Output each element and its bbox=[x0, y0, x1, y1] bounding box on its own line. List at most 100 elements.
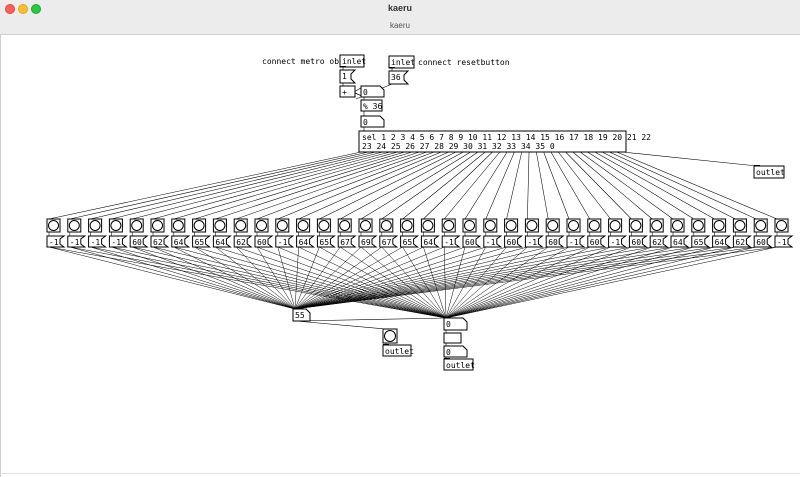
message-box-34[interactable]: 62 bbox=[732, 235, 752, 248]
patch-cord bbox=[445, 246, 570, 319]
patch-cord bbox=[294, 246, 715, 310]
patch-canvas[interactable]: connect metro obj connect resetbutton in… bbox=[0, 34, 800, 477]
outlet-object-bang[interactable]: outlet bbox=[382, 344, 414, 357]
message-box-18[interactable]: 65 bbox=[400, 235, 420, 248]
sel-object[interactable]: sel 1 2 3 4 5 6 7 8 9 10 11 12 13 14 15 … bbox=[358, 130, 651, 153]
plus-object[interactable]: + bbox=[339, 85, 356, 98]
message-box-4[interactable]: -1 bbox=[108, 235, 128, 248]
message-box-23[interactable]: 60 bbox=[504, 235, 524, 248]
number-box-index[interactable]: 0 bbox=[360, 115, 385, 128]
message-box-10[interactable]: 62 bbox=[233, 235, 253, 248]
message-box-9[interactable]: 64 bbox=[212, 235, 232, 248]
inlet-object-metro[interactable]: inlet bbox=[339, 54, 366, 68]
bang-34[interactable] bbox=[732, 218, 747, 233]
bang-1[interactable] bbox=[46, 218, 61, 233]
message-box-32[interactable]: 65 bbox=[691, 235, 711, 248]
bang-24[interactable] bbox=[524, 218, 539, 233]
bang-23[interactable] bbox=[504, 218, 519, 233]
message-box-30[interactable]: 62 bbox=[649, 235, 669, 248]
patch-cord bbox=[294, 246, 341, 310]
bang-22[interactable] bbox=[483, 218, 498, 233]
number-box-note-2[interactable]: 0 bbox=[443, 345, 468, 358]
outlet-object-note[interactable]: outlet bbox=[443, 358, 475, 371]
message-box-2[interactable]: -1 bbox=[67, 235, 87, 248]
zoom-window-button[interactable] bbox=[31, 4, 41, 14]
bang-21[interactable] bbox=[462, 218, 477, 233]
bang-lower[interactable] bbox=[382, 328, 398, 344]
message-box-25[interactable]: 60 bbox=[545, 235, 565, 248]
bang-26[interactable] bbox=[566, 218, 581, 233]
number-box-counter[interactable]: 0 bbox=[360, 85, 385, 98]
message-box-21[interactable]: 60 bbox=[462, 235, 482, 248]
bang-20[interactable] bbox=[441, 218, 456, 233]
message-box-5[interactable]: 60 bbox=[129, 235, 149, 248]
message-box-20[interactable]: -1 bbox=[441, 235, 461, 248]
bang-29[interactable] bbox=[628, 218, 643, 233]
message-box-6[interactable]: 62 bbox=[150, 235, 170, 248]
number-box-collector[interactable]: 55 bbox=[292, 308, 311, 322]
message-box-19[interactable]: 64 bbox=[420, 235, 440, 248]
bang-17[interactable] bbox=[379, 218, 394, 233]
message-box-29[interactable]: 60 bbox=[628, 235, 648, 248]
message-value: -1 bbox=[444, 238, 454, 247]
bang-30[interactable] bbox=[649, 218, 664, 233]
message-box-36[interactable]: -1 bbox=[774, 235, 794, 248]
message-box-22[interactable]: -1 bbox=[483, 235, 503, 248]
bang-8[interactable] bbox=[192, 218, 207, 233]
message-box-reset-value[interactable]: 36 bbox=[388, 70, 410, 85]
bang-32[interactable] bbox=[691, 218, 706, 233]
bang-11[interactable] bbox=[254, 218, 269, 233]
modulo-object[interactable]: % 36 bbox=[360, 99, 383, 112]
message-box-12[interactable]: -1 bbox=[275, 235, 295, 248]
close-window-button[interactable] bbox=[5, 4, 15, 14]
bang-3[interactable] bbox=[88, 218, 103, 233]
bang-7[interactable] bbox=[171, 218, 186, 233]
bang-18[interactable] bbox=[400, 218, 415, 233]
message-box-28[interactable]: -1 bbox=[608, 235, 628, 248]
message-box-14[interactable]: 65 bbox=[316, 235, 336, 248]
bang-13[interactable] bbox=[296, 218, 311, 233]
bang-15[interactable] bbox=[337, 218, 352, 233]
small-object[interactable] bbox=[443, 332, 462, 344]
patch-cord bbox=[173, 246, 447, 319]
bang-2[interactable] bbox=[67, 218, 82, 233]
bang-4[interactable] bbox=[108, 218, 123, 233]
message-box-7[interactable]: 64 bbox=[171, 235, 191, 248]
bang-19[interactable] bbox=[420, 218, 435, 233]
bang-9[interactable] bbox=[212, 218, 227, 233]
outlet-object-right[interactable]: outlet bbox=[753, 165, 785, 179]
message-box-3[interactable]: -1 bbox=[88, 235, 108, 248]
bang-27[interactable] bbox=[587, 218, 602, 233]
bang-16[interactable] bbox=[358, 218, 373, 233]
message-box-26[interactable]: -1 bbox=[566, 235, 586, 248]
message-box-13[interactable]: 64 bbox=[296, 235, 316, 248]
bang-14[interactable] bbox=[316, 218, 331, 233]
bang-28[interactable] bbox=[608, 218, 623, 233]
bang-6[interactable] bbox=[150, 218, 165, 233]
bang-36[interactable] bbox=[774, 218, 789, 233]
message-box-11[interactable]: 60 bbox=[254, 235, 274, 248]
message-box-17[interactable]: 67 bbox=[379, 235, 399, 248]
bang-5[interactable] bbox=[129, 218, 144, 233]
bang-12[interactable] bbox=[275, 218, 290, 233]
inlet-object-reset[interactable]: inlet bbox=[388, 55, 415, 69]
bang-row bbox=[46, 218, 789, 233]
message-box-16[interactable]: 69 bbox=[358, 235, 378, 248]
patch-cord bbox=[340, 151, 464, 220]
bang-25[interactable] bbox=[545, 218, 560, 233]
message-box-1[interactable]: -1 bbox=[46, 235, 66, 248]
number-box-note[interactable]: 0 bbox=[443, 317, 468, 331]
message-box-8[interactable]: 65 bbox=[192, 235, 212, 248]
message-box-step[interactable]: 1 bbox=[339, 69, 357, 84]
minimize-window-button[interactable] bbox=[18, 4, 28, 14]
message-box-33[interactable]: 64 bbox=[712, 235, 732, 248]
bang-33[interactable] bbox=[712, 218, 727, 233]
bang-35[interactable] bbox=[753, 218, 768, 233]
bang-31[interactable] bbox=[670, 218, 685, 233]
message-box-24[interactable]: -1 bbox=[524, 235, 544, 248]
message-box-15[interactable]: 67 bbox=[337, 235, 357, 248]
message-box-27[interactable]: 60 bbox=[587, 235, 607, 248]
bang-10[interactable] bbox=[233, 218, 248, 233]
message-box-31[interactable]: 64 bbox=[670, 235, 690, 248]
message-box-35[interactable]: 60 bbox=[753, 235, 773, 248]
